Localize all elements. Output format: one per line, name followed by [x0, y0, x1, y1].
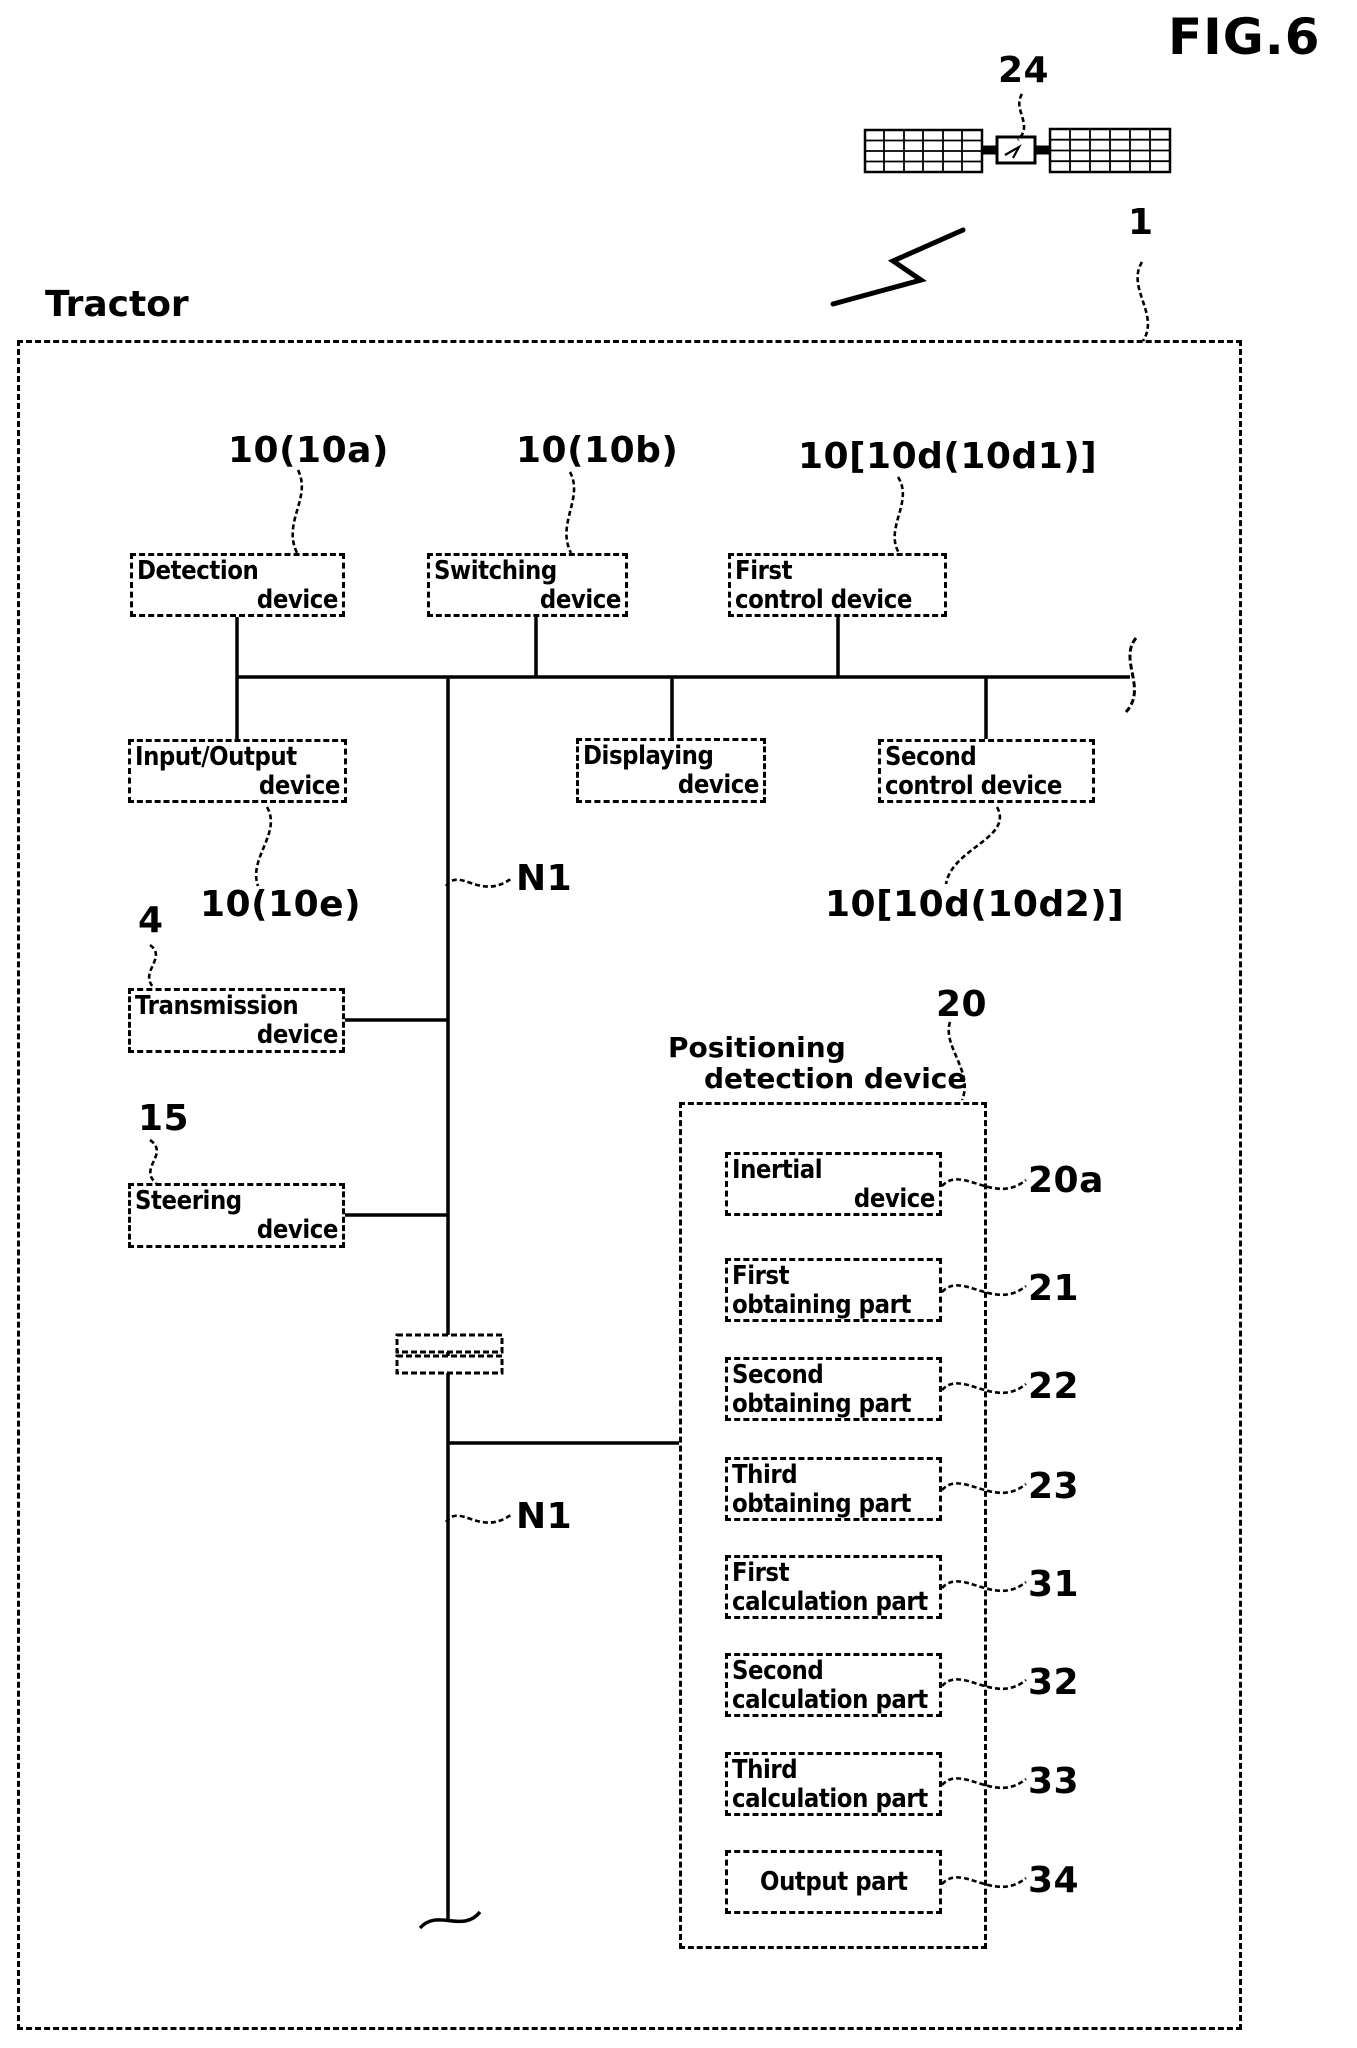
ref-n1-lower: N1	[516, 1496, 573, 1537]
ref-10-10e: 10(10e)	[200, 884, 362, 925]
tractor-frame	[17, 340, 1242, 2030]
third-obtaining-part-label-2: obtaining part	[732, 1489, 911, 1519]
first-calculation-part-label-1: First	[732, 1558, 790, 1588]
first-obtaining-part-box: First obtaining part	[725, 1258, 942, 1322]
input-output-device-label-1: Input/Output	[135, 742, 297, 772]
ref-20a: 20a	[1028, 1160, 1104, 1201]
displaying-device-label-2: device	[677, 770, 760, 800]
satellite-body	[995, 135, 1037, 165]
second-calculation-part-label-2: calculation part	[732, 1685, 928, 1715]
first-calculation-part-label-2: calculation part	[732, 1587, 928, 1617]
second-control-device-label-1: Second	[885, 742, 977, 772]
positioning-detection-device-frame	[679, 1102, 987, 1949]
ref-1: 1	[1128, 202, 1154, 243]
detection-device-label-2: device	[256, 585, 339, 615]
lightning-bolt-icon	[830, 227, 966, 307]
first-control-device-box: First control device	[728, 553, 947, 617]
positioning-group-label-1: Positioning	[668, 1031, 846, 1064]
first-obtaining-part-label-1: First	[732, 1261, 790, 1291]
second-obtaining-part-label-1: Second	[732, 1360, 824, 1390]
ref-34: 34	[1028, 1860, 1080, 1901]
ref-20: 20	[936, 984, 988, 1025]
figure-title: FIG.6	[1168, 8, 1321, 66]
inertial-device-label-1: Inertial	[732, 1155, 823, 1185]
transmission-device-label-1: Transmission	[135, 991, 299, 1021]
detection-device-label-1: Detection	[137, 556, 259, 586]
third-obtaining-part-box: Third obtaining part	[725, 1457, 942, 1521]
ref-10-10b: 10(10b)	[516, 430, 679, 471]
first-calculation-part-box: First calculation part	[725, 1555, 942, 1619]
displaying-device-box: Displaying device	[576, 738, 766, 803]
ref-n1-upper: N1	[516, 858, 573, 899]
steering-device-label-2: device	[256, 1215, 339, 1245]
ref-10-10d1: 10[10d(10d1)]	[798, 436, 1098, 477]
input-output-device-label-2: device	[258, 771, 341, 801]
ref-23: 23	[1028, 1466, 1080, 1507]
third-calculation-part-label-1: Third	[732, 1755, 798, 1785]
second-control-device-label-2: control device	[885, 771, 1062, 801]
positioning-group-label: Positioning detection device	[668, 1032, 966, 1094]
displaying-device-label-1: Displaying	[583, 741, 714, 771]
leader-1	[1136, 261, 1150, 342]
third-calculation-part-label-2: calculation part	[732, 1784, 928, 1814]
ref-21: 21	[1028, 1268, 1080, 1309]
second-control-device-box: Second control device	[878, 739, 1095, 803]
input-output-device-box: Input/Output device	[128, 739, 347, 803]
ref-32: 32	[1028, 1662, 1080, 1703]
tractor-label: Tractor	[45, 284, 189, 325]
detection-device-box: Detection device	[130, 553, 345, 617]
ref-15: 15	[138, 1098, 190, 1139]
satellite-right-panel	[1048, 127, 1172, 174]
third-obtaining-part-label-1: Third	[732, 1460, 798, 1490]
positioning-group-label-2: detection device	[704, 1062, 967, 1095]
ref-10-10a: 10(10a)	[228, 430, 389, 471]
ref-33: 33	[1028, 1761, 1080, 1802]
ref-4: 4	[138, 900, 164, 941]
switching-device-box: Switching device	[427, 553, 628, 617]
second-calculation-part-box: Second calculation part	[725, 1653, 942, 1717]
leader-24	[1017, 93, 1026, 141]
ref-24: 24	[998, 50, 1050, 91]
switching-device-label-2: device	[539, 585, 622, 615]
switching-device-label-1: Switching	[434, 556, 557, 586]
second-calculation-part-label-1: Second	[732, 1656, 824, 1686]
ref-31: 31	[1028, 1564, 1080, 1605]
first-control-device-label-2: control device	[735, 585, 912, 615]
output-part-label: Output part	[759, 1866, 908, 1897]
steering-device-box: Steering device	[128, 1183, 345, 1248]
output-part-box: Output part	[725, 1850, 942, 1914]
satellite-icon	[863, 127, 1172, 174]
ref-10-10d2: 10[10d(10d2)]	[825, 884, 1125, 925]
transmission-device-label-2: device	[256, 1020, 339, 1050]
first-control-device-label-1: First	[735, 556, 793, 586]
steering-device-label-1: Steering	[135, 1186, 242, 1216]
inertial-device-label-2: device	[853, 1184, 936, 1214]
third-calculation-part-box: Third calculation part	[725, 1752, 942, 1816]
second-obtaining-part-label-2: obtaining part	[732, 1389, 911, 1419]
second-obtaining-part-box: Second obtaining part	[725, 1357, 942, 1421]
ref-22: 22	[1028, 1366, 1080, 1407]
transmission-device-box: Transmission device	[128, 988, 345, 1053]
inertial-device-box: Inertial device	[725, 1152, 942, 1216]
first-obtaining-part-label-2: obtaining part	[732, 1290, 911, 1320]
satellite-left-panel	[863, 128, 984, 174]
